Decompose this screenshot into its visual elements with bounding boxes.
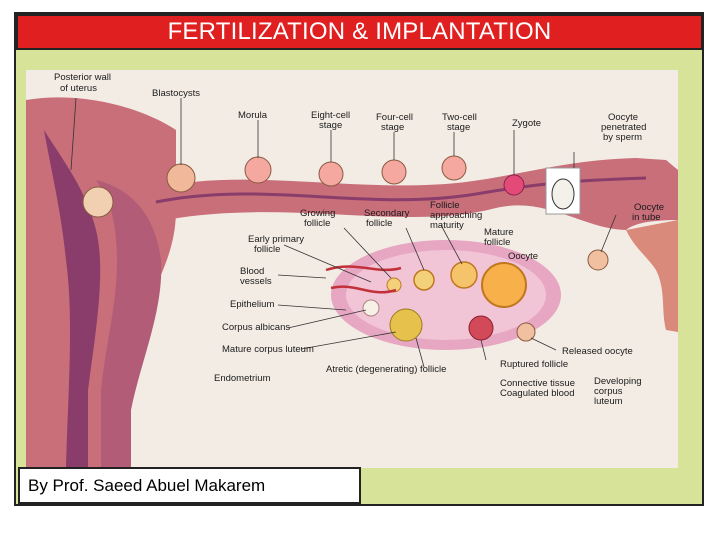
blood-vessels: [325, 265, 402, 294]
embryo-stages: [82, 155, 525, 218]
fimbriae: [626, 220, 678, 332]
slide-title: FERTILIZATION & IMPLANTATION: [16, 14, 703, 50]
released-oocyte: [516, 322, 536, 342]
label-epithelium: Epithelium: [230, 299, 274, 310]
corpus-albicans: [362, 299, 380, 317]
mature-follicle: [481, 262, 527, 308]
author-credit-box: By Prof. Saeed Abuel Makarem: [18, 467, 361, 504]
label-corpus-albicans: Corpus albicans: [222, 322, 290, 333]
label-endometrium: Endometrium: [214, 373, 271, 384]
corpus-luteum: [389, 308, 423, 342]
endometrium-layer: [96, 180, 162, 468]
growing-follicle-shape: [386, 277, 402, 293]
tube-lumen: [155, 176, 647, 204]
follicle-approaching: [450, 261, 478, 289]
uterine-cavity: [44, 130, 101, 468]
secondary-follicle-shape: [413, 269, 435, 291]
author-credit-text: By Prof. Saeed Abuel Makarem: [28, 475, 266, 495]
slide-title-text: FERTILIZATION & IMPLANTATION: [167, 18, 552, 45]
label-oocyte: Oocyte: [508, 251, 538, 262]
label-atretic-follicle: Atretic (degenerating) follicle: [326, 364, 446, 375]
leader-lines: [70, 97, 617, 368]
label-blastocysts: Blastocysts: [152, 88, 200, 99]
label-ruptured-follicle: Ruptured follicle: [500, 359, 568, 370]
label-released-oocyte: Released oocyte: [562, 346, 633, 357]
label-morula: Morula: [238, 110, 268, 121]
label-mature-corpus-luteum: Mature corpus luteum: [222, 344, 314, 355]
label-zygote: Zygote: [512, 118, 541, 129]
uterine-tube: [146, 158, 678, 230]
oocyte-in-tube: [587, 249, 609, 271]
ruptured-follicle: [468, 315, 494, 341]
